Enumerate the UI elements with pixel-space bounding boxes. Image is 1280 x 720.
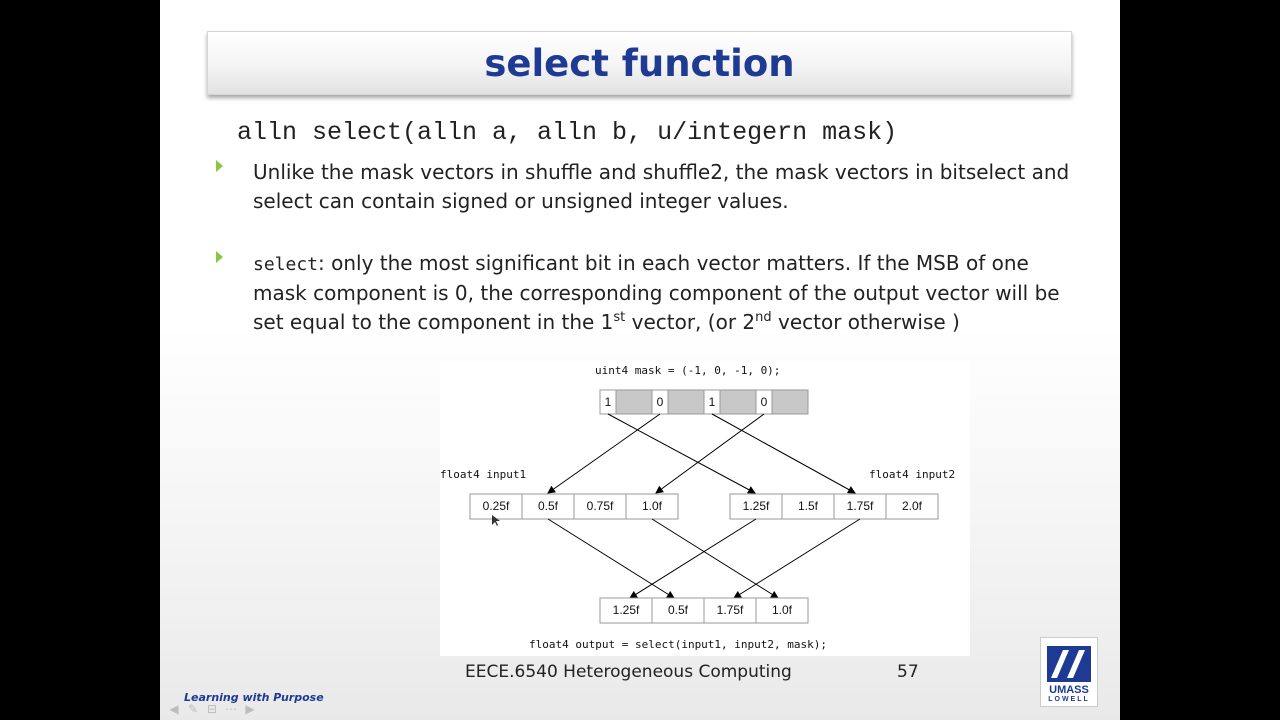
input1-value: 0.75f (587, 499, 614, 513)
output-cell (703, 597, 757, 624)
output-value: 1.75f (717, 603, 744, 617)
input2-value: 1.5f (798, 499, 819, 513)
input1-label: float4 input1 (440, 468, 526, 481)
input2-cell (781, 493, 835, 520)
output-value: 1.25f (613, 603, 640, 617)
arrow (651, 518, 779, 599)
bullet-arrow-icon (216, 251, 223, 263)
input2-value: 1.75f (847, 499, 874, 513)
input2-value: 2.0f (902, 499, 923, 513)
mask-bit: 0 (657, 395, 664, 409)
mask-arrows (547, 413, 856, 494)
output-cell (651, 597, 705, 624)
mask-bit: 1 (605, 395, 612, 409)
bullet-1: Unlike the mask vectors in shuffle and s… (216, 158, 1073, 216)
input1-row: 0.25f 0.5f 0.75f 1.0f (469, 493, 679, 520)
input1-value: 1.0f (642, 499, 663, 513)
slides-icon[interactable]: ⊟ (206, 702, 218, 716)
arrow-right-icon[interactable]: ▶ (245, 702, 255, 716)
input2-cell (885, 493, 939, 520)
bullet-arrow-icon (216, 160, 223, 172)
bullet-2-sup-2: nd (755, 310, 772, 325)
input2-row: 1.25f 1.5f 1.75f 2.0f (729, 493, 939, 520)
menu-icon[interactable]: ⋯ (225, 702, 237, 716)
output-value: 0.5f (668, 603, 689, 617)
watermark (1082, 217, 1120, 376)
input2-value: 1.25f (743, 499, 770, 513)
bullet-2-text-2: vector, (or 2 (625, 310, 756, 334)
bullet-2-code: select (253, 254, 319, 275)
output-row: 1.25f 0.5f 1.75f 1.0f (599, 597, 809, 624)
output-arrows (547, 518, 861, 599)
bullet-1-text: Unlike the mask vectors in shuffle and s… (253, 160, 1070, 213)
page-number: 57 (897, 662, 919, 682)
mask-bit: 1 (709, 395, 716, 409)
mask-bit: 0 (761, 395, 768, 409)
input1-cell (573, 493, 627, 520)
logo-word-bottom: LOWELL (1048, 696, 1090, 703)
input1-value: 0.25f (483, 499, 510, 513)
umass-lowell-logo: UMASS LOWELL (1040, 637, 1098, 707)
bullet-2-text-1: : only the most significant bit in each … (253, 251, 1060, 334)
pen-icon[interactable]: ✎ (187, 702, 199, 716)
arrow (547, 518, 675, 599)
bullet-2: select: only the most significant bit in… (216, 249, 1073, 337)
input1-value: 0.5f (538, 499, 559, 513)
arrow-left-icon[interactable]: ◀ (169, 702, 179, 716)
arrow (733, 518, 861, 599)
input1-cell (469, 493, 523, 520)
input2-label: float4 input2 (869, 468, 955, 481)
bullet-2-text-3: vector otherwise ) (771, 310, 960, 334)
arrow (629, 518, 757, 599)
arrow (711, 413, 856, 494)
output-declaration: float4 output = select(input1, input2, m… (529, 638, 827, 651)
mask-declaration: uint4 mask = (-1, 0, -1, 0); (595, 364, 780, 377)
output-value: 1.0f (772, 603, 793, 617)
slide-nav-controls: ◀ ✎ ⊟ ⋯ ▶ (166, 702, 258, 716)
title-bar: select function (207, 31, 1072, 95)
slide-title: select function (484, 42, 795, 85)
mask-row: 1 0 1 0 (599, 389, 809, 415)
input1-cell (521, 493, 575, 520)
input2-cell (729, 493, 783, 520)
function-signature: alln select(alln a, alln b, u/integern m… (237, 118, 898, 147)
arrow (655, 413, 765, 494)
footer-course: EECE.6540 Heterogeneous Computing (465, 662, 792, 682)
select-diagram: .mono { font-family: "DejaVu Sans Mono",… (440, 362, 970, 656)
output-cell (599, 597, 653, 624)
arrow (547, 413, 661, 494)
select-diagram-svg: .mono { font-family: "DejaVu Sans Mono",… (440, 364, 955, 651)
tagline: Learning with Purpose (184, 691, 324, 704)
logo-mark-icon (1047, 646, 1091, 682)
output-cell (755, 597, 809, 624)
slide: select function alln select(alln a, alln… (160, 0, 1120, 720)
bullet-2-sup-1: st (613, 310, 626, 325)
arrow (607, 413, 756, 494)
logo-word-top: UMASS (1049, 684, 1089, 696)
mouse-cursor-icon (492, 515, 500, 526)
